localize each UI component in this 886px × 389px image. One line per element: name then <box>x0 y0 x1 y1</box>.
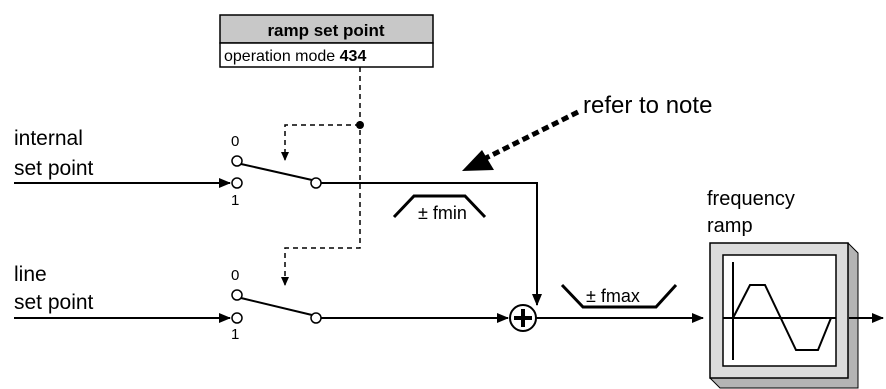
upper-switch-label-0: 0 <box>231 133 239 150</box>
upper-switch-label-1: 1 <box>231 192 239 209</box>
frequency-ramp-block: frequency ramp <box>707 188 859 389</box>
lower-switch: 0 1 <box>231 267 322 343</box>
parameter-box: ramp set point operation mode 434 <box>219 14 434 68</box>
upper-switch-blade <box>240 163 313 181</box>
lower-switch-pivot <box>310 312 322 324</box>
fmin-limiter: ± fmin <box>392 194 487 223</box>
frequency-ramp-inner <box>722 254 837 367</box>
upper-switch-contact-0 <box>231 155 243 167</box>
note-arrow-shaft <box>468 109 580 169</box>
fmin-limiter-shape <box>392 194 487 219</box>
line-setpoint-label-line2: set point <box>14 291 94 314</box>
ramp-waveform <box>732 284 832 351</box>
parameter-box-body <box>219 42 434 68</box>
upper-switch: 0 1 <box>231 133 322 209</box>
note-label: refer to note <box>583 92 712 119</box>
operation-mode-text: operation mode 434 <box>224 48 366 65</box>
lower-switch-label-0: 0 <box>231 267 239 284</box>
summing-junction <box>509 304 537 332</box>
upper-signal-path <box>321 182 542 306</box>
upper-switch-pivot <box>310 177 322 189</box>
control-lines <box>281 67 361 286</box>
frequency-ramp-label-line2: ramp <box>707 215 753 237</box>
lower-switch-blade <box>240 297 313 316</box>
lower-switch-contact-0 <box>231 289 243 301</box>
lower-switch-contact-1 <box>231 312 243 324</box>
lower-switch-label-1: 1 <box>231 326 239 343</box>
frequency-ramp-label-line1: frequency <box>707 188 795 210</box>
operation-mode-label: operation mode <box>224 48 340 65</box>
fmax-limiter: ± fmax <box>560 283 678 309</box>
control-junction-dot <box>356 121 364 129</box>
fmax-label: ± fmax <box>586 286 640 306</box>
note-arrow-head <box>462 150 494 171</box>
line-setpoint-label-line1: line <box>14 263 47 286</box>
control-line-lower <box>281 67 361 286</box>
internal-setpoint-label-line1: internal <box>14 127 83 150</box>
parameter-box-title: ramp set point <box>267 21 384 40</box>
operation-mode-value: 434 <box>340 48 367 65</box>
control-line-upper <box>281 124 360 161</box>
parameter-box-header <box>219 14 434 44</box>
upper-switch-contact-1 <box>231 177 243 189</box>
fmin-label: ± fmin <box>418 203 467 223</box>
internal-setpoint-label-line2: set point <box>14 157 94 180</box>
fmax-limiter-shape <box>560 283 678 309</box>
